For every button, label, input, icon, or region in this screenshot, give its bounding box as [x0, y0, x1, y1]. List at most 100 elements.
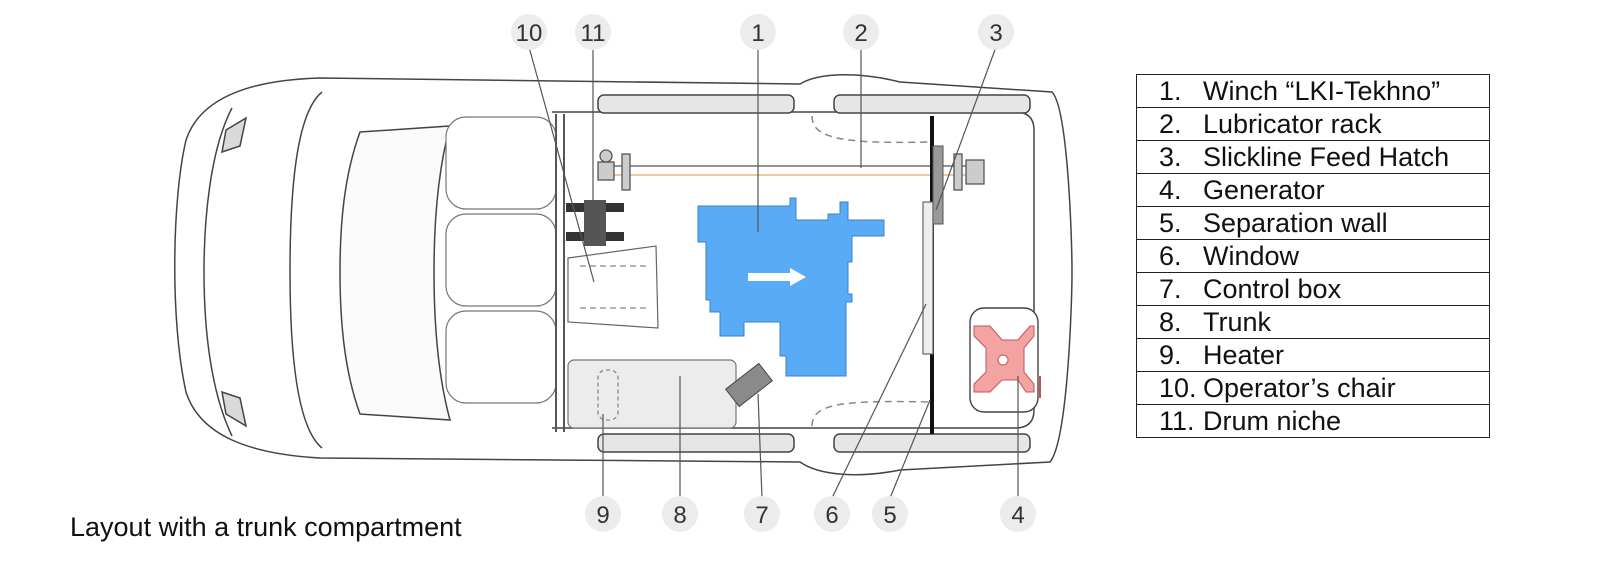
generator	[969, 307, 1041, 413]
rail-bottom-right	[833, 433, 1031, 453]
callout-11: 11	[575, 14, 611, 50]
rail-top-left	[597, 94, 795, 114]
legend-label: Operator’s chair	[1203, 372, 1396, 403]
legend-row: 3. Slickline Feed Hatch	[1136, 140, 1490, 174]
callout-4: 4	[1000, 496, 1036, 532]
legend-number: 2.	[1159, 108, 1182, 139]
legend-number: 3.	[1159, 141, 1182, 172]
winch-arrow-head	[790, 268, 806, 286]
hood-line	[289, 91, 323, 449]
callout-8: 8	[662, 496, 698, 532]
legend-label: Trunk	[1203, 306, 1272, 337]
legend-label: Control box	[1203, 273, 1342, 304]
control-box	[724, 362, 774, 408]
callout-3: 3	[978, 14, 1014, 50]
legend-number: 6.	[1159, 240, 1182, 271]
legend-row: 2. Lubricator rack	[1136, 107, 1490, 141]
callout-8-label: 8	[673, 502, 686, 529]
lubricator-clamp-left	[621, 153, 631, 191]
trunk-area	[567, 359, 737, 429]
leader-lines	[528, 46, 1019, 499]
legend-row: 11. Drum niche	[1136, 404, 1490, 438]
legend-number: 11.	[1159, 405, 1195, 436]
drum-niche	[566, 200, 624, 246]
lubricator-valve	[599, 149, 613, 163]
legend-number: 5.	[1159, 207, 1182, 238]
callout-3-bubble	[978, 14, 1014, 50]
callout-6: 6	[814, 496, 850, 532]
lubricator-end-left	[597, 161, 615, 181]
generator-center	[997, 354, 1009, 366]
callout-9-label: 9	[596, 502, 609, 529]
leader-5	[889, 399, 931, 499]
seat-2	[445, 213, 557, 307]
drum-niche-core	[584, 200, 606, 246]
callout-3-label: 3	[989, 20, 1002, 47]
heater	[597, 369, 619, 421]
legend-number: 4.	[1159, 174, 1182, 205]
seat-1	[445, 116, 557, 210]
legend-label: Window	[1203, 240, 1300, 271]
legend-label: Separation wall	[1203, 207, 1388, 238]
callout-5-label: 5	[883, 502, 896, 529]
callout-6-bubble	[814, 496, 850, 532]
legend-row: 9. Heater	[1136, 338, 1490, 372]
operator-chair-lines	[580, 265, 648, 309]
legend-label: Generator	[1203, 174, 1325, 205]
seat-3	[445, 310, 557, 404]
callout-5: 5	[872, 496, 908, 532]
rail-bottom-left	[597, 433, 795, 453]
legend-number: 10.	[1159, 372, 1197, 403]
legend-row: 6. Window	[1136, 239, 1490, 273]
legend-label: Heater	[1203, 339, 1285, 370]
leader-10	[528, 46, 595, 283]
operator-chair-seat	[567, 245, 659, 329]
callout-9-bubble	[585, 496, 621, 532]
legend-label: Slickline Feed Hatch	[1203, 141, 1450, 172]
wheel-arch-top	[811, 115, 931, 144]
lubricator-clamp-right	[953, 153, 963, 191]
callout-9: 9	[585, 496, 621, 532]
callout-11-label: 11	[581, 20, 606, 47]
legend-number: 8.	[1159, 306, 1182, 337]
window	[922, 201, 934, 355]
callout-6-label: 6	[825, 502, 838, 529]
winch-arrow-shaft	[748, 273, 790, 281]
callout-7-label: 7	[755, 502, 768, 529]
winch-arrow	[748, 268, 806, 286]
windshield	[339, 125, 452, 421]
headlight-left	[221, 116, 248, 154]
callout-10-bubble	[511, 14, 547, 50]
lubricator-end-right	[965, 159, 985, 185]
callout-1-label: 1	[751, 20, 764, 47]
legend-row: 10.Operator’s chair	[1136, 371, 1490, 405]
callout-1: 1	[740, 14, 776, 50]
callout-11-bubble	[575, 14, 611, 50]
callout-4-bubble	[1000, 496, 1036, 532]
callout-10: 10	[511, 14, 547, 50]
winch-shape	[697, 197, 885, 377]
callout-7-bubble	[744, 496, 780, 532]
legend-label: Drum niche	[1203, 405, 1342, 436]
seats	[445, 114, 565, 432]
legend-label: Winch “LKI-Tekhno”	[1203, 75, 1441, 106]
legend-row: 8. Trunk	[1136, 305, 1490, 339]
callout-2-bubble	[843, 14, 879, 50]
callout-1-bubble	[740, 14, 776, 50]
leader-6	[831, 303, 927, 499]
legend-row: 1.Winch “LKI-Tekhno”	[1136, 74, 1490, 108]
lubricator-rack	[597, 149, 985, 191]
rail-top-right	[833, 94, 1031, 114]
legend-row: 4. Generator	[1136, 173, 1490, 207]
legend-row: 7. Control box	[1136, 272, 1490, 306]
legend-label: Lubricator rack	[1203, 108, 1382, 139]
headlight-right	[221, 390, 248, 428]
front-bumper-line	[203, 107, 233, 437]
operator-chair	[567, 245, 659, 329]
wheel-arch-bottom	[811, 400, 931, 427]
legend-number: 9.	[1159, 339, 1182, 370]
callouts: 10 11 1 2 3 9 8 7	[511, 14, 1036, 532]
legend-number: 7.	[1159, 273, 1182, 304]
leader-7	[757, 393, 763, 499]
